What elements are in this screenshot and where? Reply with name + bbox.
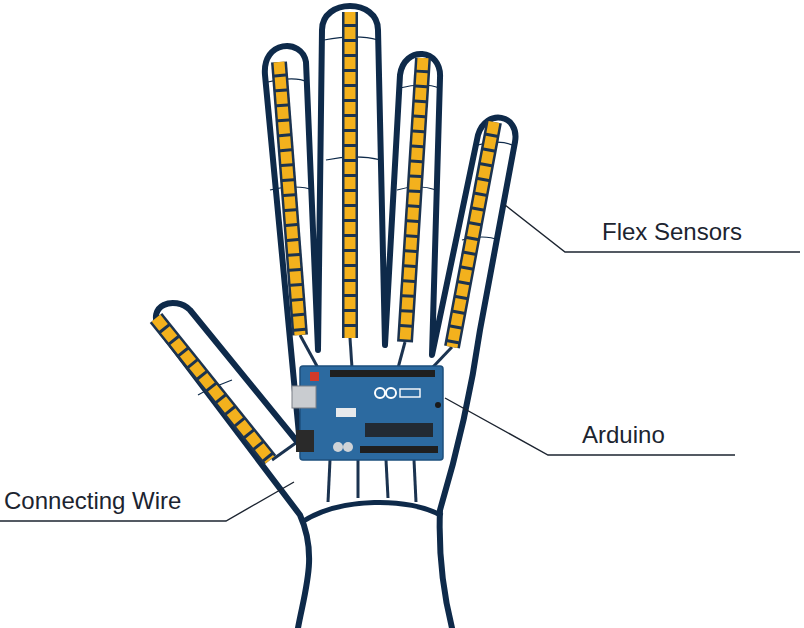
- leader-lines: [0, 205, 800, 521]
- wrist-cuff: [302, 502, 442, 522]
- flex-sensors: [156, 12, 494, 460]
- callout-label: Flex Sensors: [602, 218, 742, 246]
- callout-label: Connecting Wire: [4, 487, 181, 515]
- hand-outline: [156, 6, 516, 628]
- arduino-board: [292, 366, 443, 460]
- callout-label: Arduino: [582, 421, 665, 449]
